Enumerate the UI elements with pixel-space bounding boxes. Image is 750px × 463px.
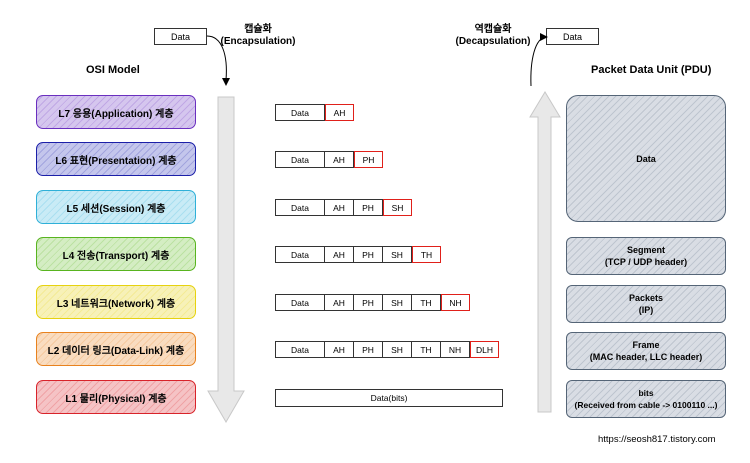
pdu-segment-name: Segment: [626, 245, 665, 255]
layer-l3-label: L3 네트워크(Network) 계층: [56, 298, 176, 310]
layer-l6: L6 표현(Presentation) 계층: [36, 142, 196, 176]
segment-row-l2: Data AH PH SH TH NH DLH: [275, 341, 499, 358]
layer-l2: L2 데이터 링크(Data-Link) 계층: [36, 332, 196, 366]
layer-l1: L1 물리(Physical) 계층: [36, 380, 196, 414]
layer-l5-label: L5 세션(Session) 계층: [66, 203, 166, 215]
segment-cell: Data: [275, 294, 325, 311]
pdu-data-box: Data: [566, 95, 726, 222]
decap-curve-arrowhead: [540, 33, 548, 41]
encap-label: 캡슐화 (Encapsulation): [213, 24, 303, 48]
segment-cell: SH: [383, 246, 412, 263]
segment-cell-new-header: DLH: [470, 341, 499, 358]
layer-l3: L3 네트워크(Network) 계층: [36, 285, 196, 319]
pdu-data-name: Data: [636, 153, 656, 164]
segment-cell: SH: [383, 341, 412, 358]
layer-l5: L5 세션(Session) 계층: [36, 190, 196, 224]
encap-label-en: (Encapsulation): [220, 36, 296, 47]
segment-cell-new-header: AH: [325, 104, 354, 121]
segment-cell: Data: [275, 151, 325, 168]
pdu-segment-box: Segment (TCP / UDP header): [566, 237, 726, 275]
segment-cell: AH: [325, 199, 354, 216]
encap-data-label: Data: [170, 31, 190, 42]
decap-data-box: Data: [546, 28, 599, 45]
segment-cell: PH: [354, 246, 383, 263]
segment-row-l4: Data AH PH SH TH: [275, 246, 441, 263]
segment-cell: PH: [354, 294, 383, 311]
segment-cell: AH: [325, 341, 354, 358]
footer-url: https://seosh817.tistory.com: [598, 434, 716, 445]
segment-cell: TH: [412, 294, 441, 311]
decap-curve-arrow: [530, 36, 547, 87]
up-arrow: [529, 91, 561, 413]
bits-label: Data(bits): [370, 393, 408, 403]
encap-data-box: Data: [154, 28, 207, 45]
pdu-bits-box: bits (Received from cable -> 0100110 ...…: [566, 380, 726, 418]
decap-label-ko: 역캡슐화: [474, 24, 512, 35]
segment-cell: PH: [354, 341, 383, 358]
osi-model-title: OSI Model: [86, 64, 140, 76]
layer-l7: L7 응용(Application) 계층: [36, 95, 196, 129]
segment-cell-new-header: TH: [412, 246, 441, 263]
segment-row-l7: Data AH: [275, 104, 354, 121]
layer-l7-label: L7 응용(Application) 계층: [58, 108, 174, 120]
segment-cell: Data: [275, 104, 325, 121]
encap-curve-arrow: [206, 35, 227, 81]
layer-l2-label: L2 데이터 링크(Data-Link) 계층: [47, 345, 185, 357]
encap-label-ko: 캡슐화: [244, 24, 272, 35]
pdu-packets-name: Packets: [628, 293, 664, 303]
segment-cell: PH: [354, 199, 383, 216]
segment-cell-new-header: NH: [441, 294, 470, 311]
encap-curve-arrowhead: [222, 78, 230, 86]
segment-cell: Data: [275, 341, 325, 358]
pdu-segment-detail: (TCP / UDP header): [604, 257, 688, 267]
layer-l1-label: L1 물리(Physical) 계층: [65, 393, 167, 405]
pdu-frame-box: Frame (MAC header, LLC header): [566, 332, 726, 370]
segment-cell: AH: [325, 294, 354, 311]
segment-cell: AH: [325, 246, 354, 263]
segment-cell: TH: [412, 341, 441, 358]
down-arrow: [207, 96, 245, 423]
segment-cell: Data: [275, 199, 325, 216]
segment-cell: AH: [325, 151, 354, 168]
pdu-frame-detail: (MAC header, LLC header): [589, 352, 703, 362]
pdu-title: Packet Data Unit (PDU): [591, 64, 712, 76]
segment-cell: Data: [275, 246, 325, 263]
layer-l4: L4 전송(Transport) 계층: [36, 237, 196, 271]
layer-l4-label: L4 전송(Transport) 계층: [62, 250, 170, 262]
segment-row-l3: Data AH PH SH TH NH: [275, 294, 470, 311]
decap-label-en: (Decapsulation): [455, 36, 531, 47]
pdu-bits-detail: (Received from cable -> 0100110 ...): [574, 400, 718, 410]
segment-cell: NH: [441, 341, 470, 358]
pdu-bits-name: bits: [638, 388, 654, 398]
segment-row-l5: Data AH PH SH: [275, 199, 412, 216]
bits-row: Data(bits): [275, 389, 503, 407]
decap-label: 역캡슐화 (Decapsulation): [447, 24, 539, 48]
segment-cell-new-header: SH: [383, 199, 412, 216]
pdu-packets-box: Packets (IP): [566, 285, 726, 323]
decap-data-label: Data: [562, 31, 582, 42]
layer-l6-label: L6 표현(Presentation) 계층: [55, 155, 177, 167]
segment-cell-new-header: PH: [354, 151, 383, 168]
segment-row-l6: Data AH PH: [275, 151, 383, 168]
pdu-frame-name: Frame: [632, 340, 660, 350]
segment-cell: SH: [383, 294, 412, 311]
pdu-packets-detail: (IP): [638, 305, 654, 315]
